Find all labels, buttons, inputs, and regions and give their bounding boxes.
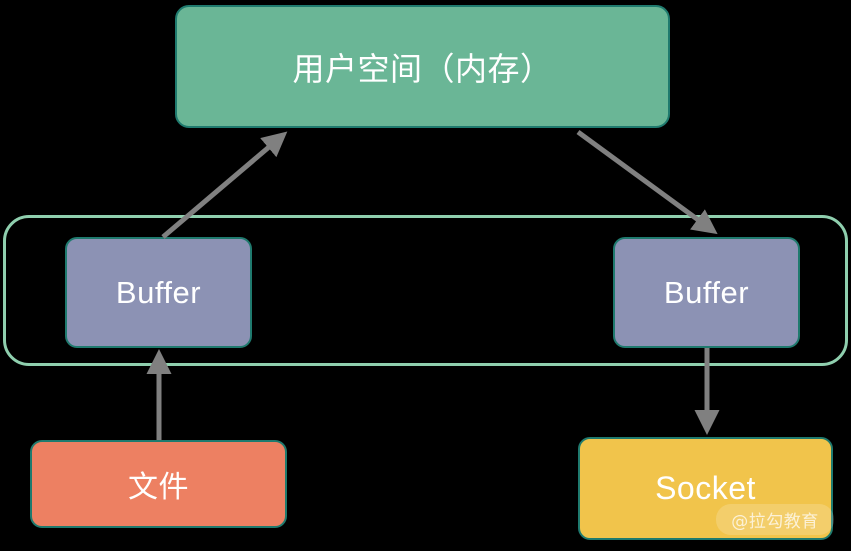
kernel-space-container — [3, 215, 848, 366]
node-buffer-right: Buffer — [613, 237, 800, 348]
node-buffer-left: Buffer — [65, 237, 252, 348]
node-user-space-label: 用户空间（内存） — [292, 50, 553, 87]
node-user-space: 用户空间（内存） — [175, 5, 670, 128]
node-buffer-right-label: Buffer — [663, 274, 750, 310]
watermark: @拉勾教育 — [716, 504, 834, 535]
node-buffer-left-label: Buffer — [115, 274, 202, 310]
node-file: 文件 — [30, 440, 287, 528]
node-socket-label: Socket — [655, 470, 756, 506]
node-file-label: 文件 — [128, 471, 189, 504]
watermark-label: @拉勾教育 — [731, 512, 819, 532]
node-socket: Socket — [578, 437, 833, 540]
